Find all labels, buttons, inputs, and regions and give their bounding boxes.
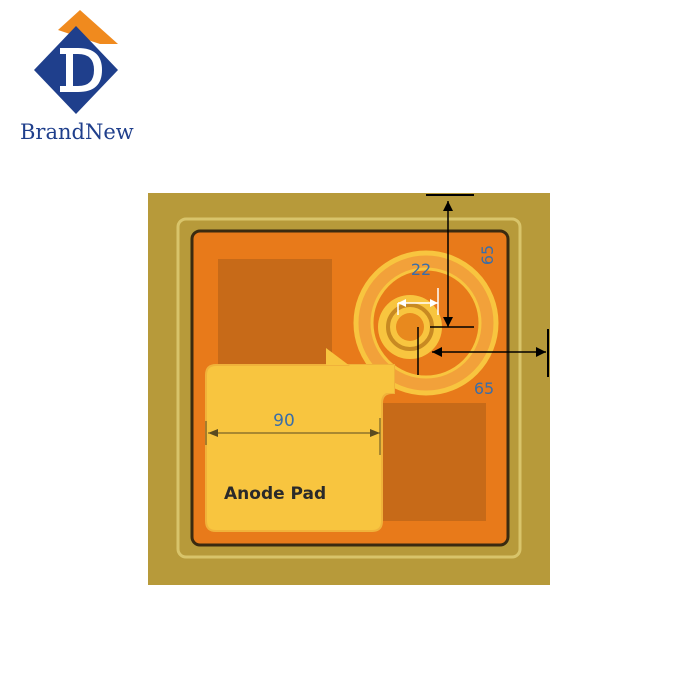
anode-pad-bridge bbox=[326, 348, 394, 393]
dim-arrow-65-horizontal-right bbox=[536, 347, 546, 357]
logo-roof bbox=[58, 10, 118, 44]
led-die-diagram: 90 22 65 65 Anode Pad bbox=[148, 193, 550, 585]
dim-arrow-65-vertical-bottom bbox=[443, 317, 453, 327]
aperture bbox=[396, 313, 424, 341]
logo-letter-d bbox=[60, 48, 102, 92]
brand-logo-mark bbox=[34, 10, 118, 114]
dim-arrow-22-left bbox=[398, 299, 406, 307]
dim-arrow-90-left bbox=[208, 429, 218, 437]
anode-pad bbox=[205, 364, 395, 532]
die-drawing: 90 22 65 65 Anode Pad bbox=[148, 193, 550, 585]
dim-label-65-horizontal: 65 bbox=[474, 379, 494, 398]
substrate-outline bbox=[176, 217, 522, 559]
dim-arrow-65-horizontal-left bbox=[432, 347, 442, 357]
emitter-region-bottom-right bbox=[382, 403, 486, 521]
dim-label-90: 90 bbox=[273, 411, 295, 431]
brand-name: BrandNew bbox=[20, 120, 134, 144]
anode-pad-label: Anode Pad bbox=[224, 484, 326, 504]
emitter-region-top-left bbox=[218, 259, 332, 367]
dim-label-22: 22 bbox=[411, 260, 431, 279]
dim-arrow-22-right bbox=[430, 299, 438, 307]
dim-label-65-vertical: 65 bbox=[478, 245, 497, 265]
dim-arrow-90-right bbox=[370, 429, 380, 437]
dim-arrow-65-vertical-top bbox=[443, 201, 453, 211]
logo-diamond bbox=[34, 26, 118, 114]
brand-logo: BrandNew bbox=[18, 8, 148, 144]
